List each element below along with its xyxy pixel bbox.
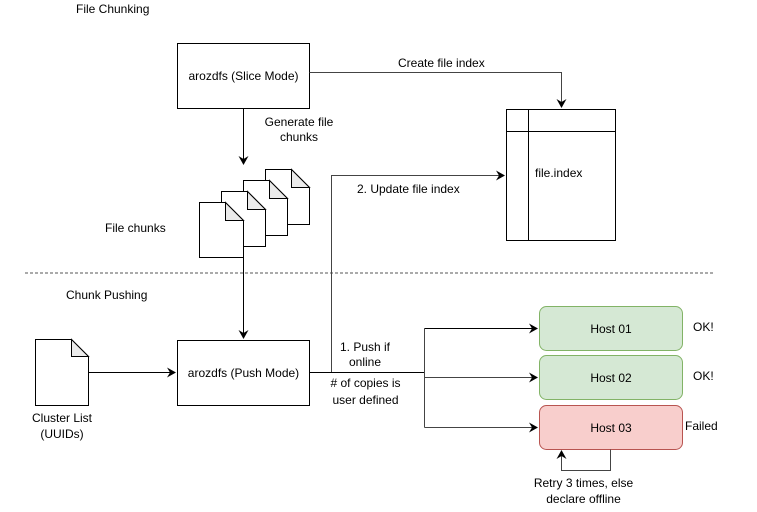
file-chunks-label: File chunks	[105, 221, 166, 235]
hosts-group	[539, 306, 683, 450]
host-status: OK!	[693, 369, 714, 383]
host-name: Host 01	[590, 321, 632, 336]
update-index-edge	[331, 170, 505, 373]
cluster-list-line-2: (UUIDs)	[40, 427, 84, 441]
push-if-online-label: 1. Push if online	[325, 340, 405, 369]
copies-line-2: user defined	[332, 393, 399, 407]
update-index-label: 2. Update file index	[357, 182, 460, 196]
host-box-2[interactable]	[539, 355, 683, 400]
generate-chunks-line-2: chunks	[279, 130, 319, 144]
push-line-2: online	[348, 355, 382, 369]
file-index-node[interactable]	[506, 109, 616, 241]
copies-label: # of copies is user defined	[318, 376, 413, 407]
cluster-list-label: Cluster List (UUIDs)	[12, 411, 112, 441]
push-mode-label: arozdfs (Push Mode)	[187, 366, 300, 380]
host-name: Host 02	[590, 370, 632, 385]
host-status: Failed	[685, 419, 718, 433]
retry-line-1: Retry 3 times, else	[533, 476, 634, 490]
file-chunks-stack	[199, 168, 311, 258]
create-index-edge	[309, 72, 567, 108]
generate-chunks-line-1: Generate file	[264, 115, 334, 129]
slice-mode-label: arozdfs (Slice Mode)	[188, 69, 299, 83]
cluster-list-line-1: Cluster List	[31, 411, 93, 425]
create-index-label: Create file index	[398, 56, 485, 70]
section-title-chunking: File Chunking	[76, 2, 150, 16]
host-status: OK!	[693, 320, 714, 334]
retry-loop-edge	[556, 449, 611, 471]
retry-label: Retry 3 times, else declare offline	[516, 476, 651, 506]
host-name: Host 03	[590, 420, 632, 435]
cluster-list-doc[interactable]	[35, 338, 90, 406]
host-box-1[interactable]	[539, 306, 683, 351]
section-title-pushing: Chunk Pushing	[66, 288, 148, 302]
copies-line-1: # of copies is	[330, 376, 401, 390]
file-index-label: file.index	[535, 166, 583, 180]
push-mode-box[interactable]	[177, 340, 310, 406]
retry-line-2: declare offline	[546, 492, 621, 506]
file-chunk-doc	[199, 201, 245, 258]
slice-mode-box[interactable]	[177, 43, 310, 109]
push-line-1: 1. Push if	[339, 340, 391, 354]
generate-chunks-label: Generate file chunks	[254, 115, 344, 144]
